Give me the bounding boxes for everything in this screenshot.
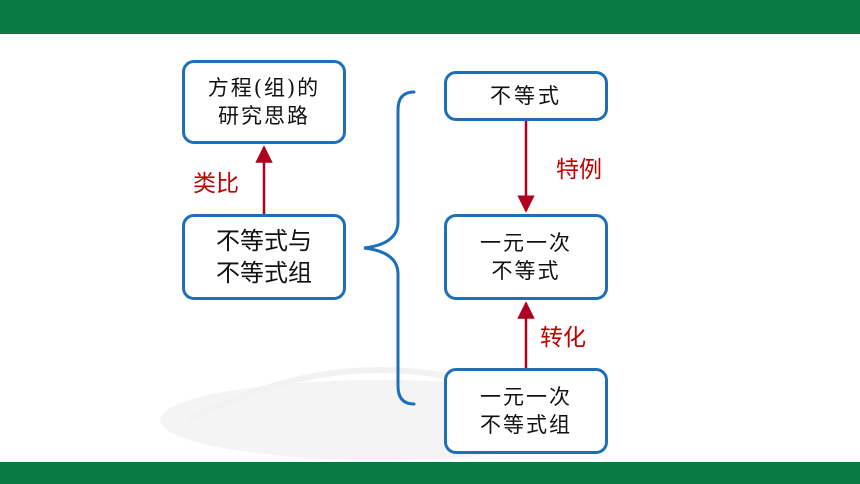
- transform-label: 转化: [540, 325, 586, 351]
- system-line-1: 一元一次: [480, 384, 572, 409]
- method-line-1: 方程(组)的: [207, 75, 321, 100]
- top-header-bar: [0, 0, 860, 34]
- linear-line-1: 一元一次: [480, 230, 572, 255]
- inequalities-main-box: 不等式与 不等式组: [182, 214, 346, 300]
- method-line-2: 研究思路: [217, 104, 310, 128]
- curly-brace: [363, 90, 416, 406]
- special-case-label: 特例: [556, 157, 602, 183]
- linear-line-2: 不等式: [491, 259, 561, 283]
- method-research-box: 方程(组)的 研究思路: [182, 60, 346, 144]
- analogy-label: 类比: [193, 171, 239, 197]
- inequality-box: 不等式: [444, 71, 608, 121]
- linear-inequality-system-box: 一元一次 不等式组: [444, 368, 608, 454]
- bottom-footer-bar: [0, 462, 860, 484]
- main-line-2: 不等式组: [216, 259, 312, 287]
- system-line-2: 不等式组: [480, 413, 572, 437]
- inequality-line-1: 不等式: [490, 83, 562, 108]
- main-line-1: 不等式与: [216, 226, 312, 255]
- linear-inequality-box: 一元一次 不等式: [444, 214, 608, 300]
